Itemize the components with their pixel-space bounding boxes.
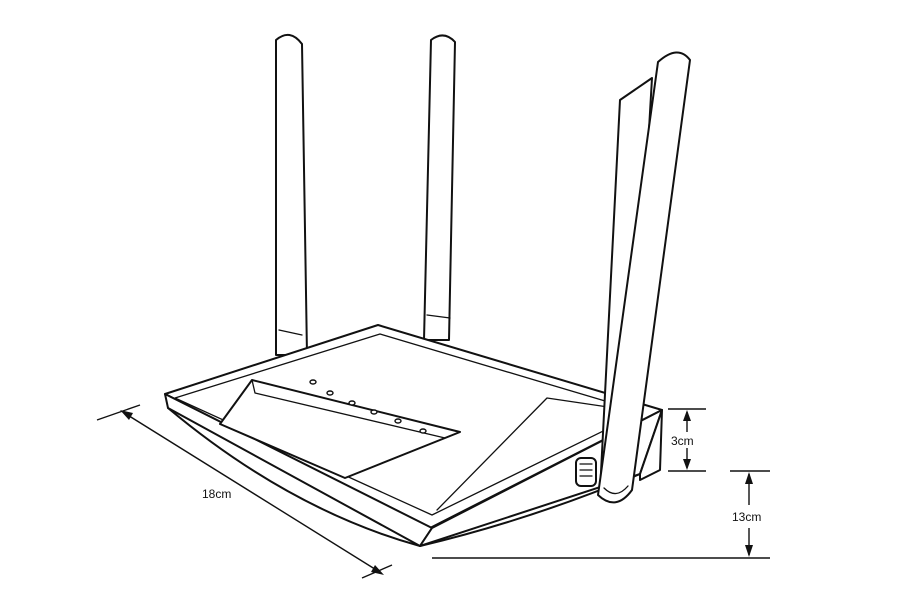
height-label: 13cm: [732, 510, 762, 524]
antenna-back-center: [423, 34, 456, 341]
status-led: [309, 379, 317, 385]
status-led: [326, 390, 334, 396]
antenna-hinge: [575, 457, 597, 487]
status-led: [394, 418, 402, 424]
status-led: [419, 428, 427, 434]
length-dimension: [96, 404, 393, 579]
antenna-offset-label: 3cm: [671, 434, 694, 448]
antenna-front-right-outer: [597, 51, 691, 504]
status-led: [370, 409, 378, 415]
height-dimension: [432, 470, 770, 559]
antenna-back-left: [275, 33, 308, 356]
status-led: [348, 400, 356, 406]
led-panel: [219, 379, 461, 479]
length-label: 18cm: [202, 487, 232, 501]
antenna-offset-dimension: [668, 408, 706, 472]
